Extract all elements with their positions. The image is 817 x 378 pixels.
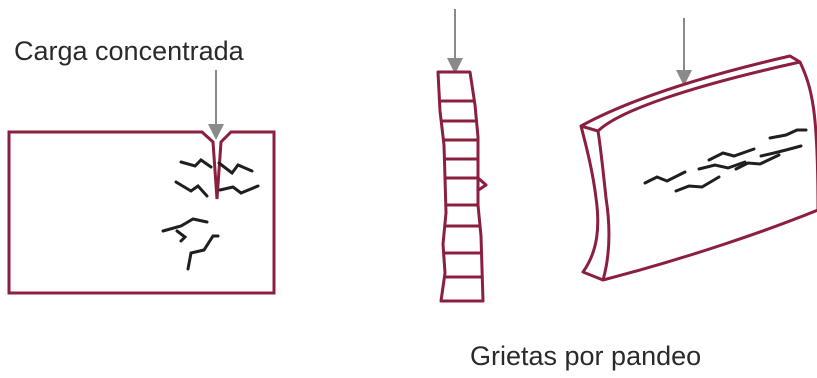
buckling-cracks-label: Grietas por pandeo <box>470 341 702 371</box>
slab-crack-3 <box>697 160 747 171</box>
slab-crack-4 <box>674 175 721 193</box>
slab-top-edge <box>580 54 801 128</box>
slab-left-edge <box>579 124 604 282</box>
crack-1 <box>179 158 213 169</box>
middle-column <box>436 9 488 303</box>
slab-crack-5 <box>768 128 808 140</box>
crack-6 <box>175 229 188 243</box>
crack-2 <box>217 161 254 176</box>
column-segments <box>441 99 483 279</box>
slab-crack-2 <box>707 147 756 162</box>
crack-7 <box>186 234 220 271</box>
plate-outline <box>7 130 276 295</box>
left-panel <box>7 70 276 295</box>
crack-3 <box>174 180 209 198</box>
slab-front-face <box>596 60 817 282</box>
column-notch <box>476 175 488 193</box>
slab-crack-7 <box>759 144 803 158</box>
right-panel <box>579 18 817 282</box>
concentrated-load-label: Carga concentrada <box>14 36 244 66</box>
column-outline <box>436 70 485 303</box>
slab-crack-6 <box>734 153 781 171</box>
crack-4 <box>218 184 260 195</box>
crack-5 <box>161 217 209 233</box>
slab-crack-1 <box>643 170 687 185</box>
